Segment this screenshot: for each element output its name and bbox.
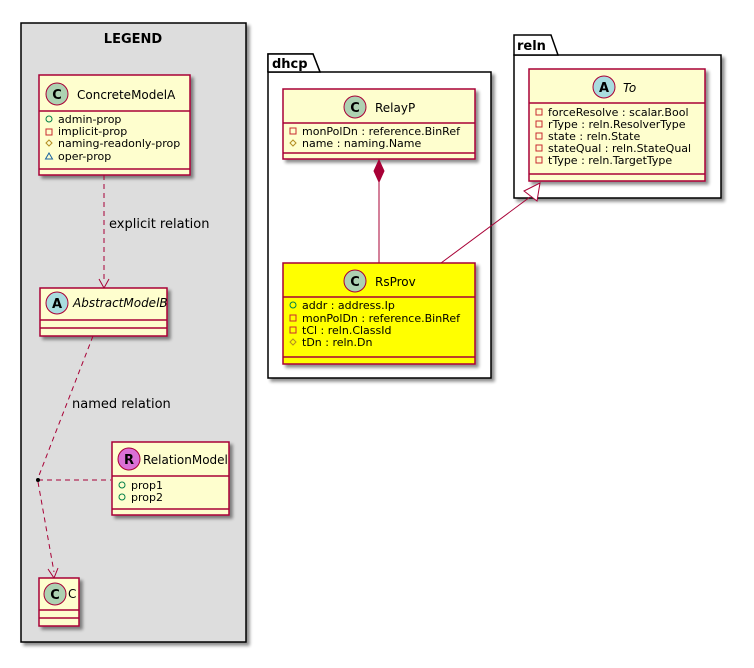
abstract-model-class[interactable]: A AbstractModelB [39, 287, 168, 337]
private-visibility-icon [535, 144, 543, 152]
rsprov-class[interactable]: C RsProv addr : address.Ip monPolDn : re… [282, 262, 476, 365]
attribute: implicit-prop [58, 125, 127, 138]
protected-visibility-icon [289, 139, 297, 147]
attribute: naming-readonly-prop [58, 137, 180, 150]
inheritance-triangle-icon [523, 182, 541, 202]
attribute: tType : reln.TargetType [548, 154, 672, 167]
attribute-list: admin-prop implicit-prop naming-readonly… [44, 113, 180, 163]
package-tab [513, 34, 560, 56]
class-name: RsProv [375, 275, 416, 289]
public-visibility-icon [289, 301, 297, 309]
to-class[interactable]: A To forceResolve : scalar.Bool rType : … [528, 68, 706, 182]
relation-model-class[interactable]: R RelationModel prop1 prop2 [111, 441, 230, 516]
class-stereotype-letter: A [599, 81, 609, 96]
class-stereotype-letter: A [52, 297, 62, 312]
class-name: C [68, 587, 76, 601]
private-visibility-icon [535, 132, 543, 140]
class-stereotype-letter: C [50, 588, 60, 603]
rsprov-box [282, 262, 476, 365]
class-stereotype-letter: R [124, 453, 134, 468]
class-name: RelayP [375, 101, 415, 115]
attribute: name : naming.Name [302, 137, 422, 150]
public-visibility-icon [45, 115, 53, 123]
class-stereotype-icon [45, 82, 69, 106]
attribute: forceResolve : scalar.Bool [548, 106, 689, 119]
attribute: tCl : reln.ClassId [302, 324, 392, 337]
attribute: tDn : reln.Dn [302, 336, 372, 349]
abstract-stereotype-icon [592, 75, 616, 99]
attribute: monPolDn : reference.BinRef [302, 312, 461, 325]
private-visibility-icon [535, 120, 543, 128]
public-visibility-icon [118, 481, 126, 489]
private-visibility-icon [289, 314, 297, 322]
class-name: RelationModel [143, 453, 228, 467]
to-box [528, 68, 706, 182]
protected-visibility-icon [289, 338, 297, 346]
class-stereotype-icon [43, 582, 67, 606]
composition-edge [373, 158, 385, 263]
attribute: oper-prop [58, 150, 111, 163]
inheritance-edge [440, 182, 541, 264]
attribute: admin-prop [58, 113, 121, 126]
package-visibility-icon [44, 152, 54, 160]
abstract-stereotype-icon [45, 291, 69, 315]
class-stereotype-icon [343, 95, 367, 119]
attribute: prop1 [131, 479, 163, 492]
class-stereotype-letter: C [52, 88, 62, 103]
edge-label: named relation [72, 397, 171, 412]
edge-line [440, 196, 531, 264]
legend-title: LEGEND [104, 32, 163, 47]
attribute: state : reln.State [548, 130, 640, 143]
named-relation-edge: named relation [36, 335, 171, 580]
edge-line [37, 481, 55, 573]
relayp-class[interactable]: C RelayP monPolDn : reference.BinRef nam… [282, 88, 476, 160]
relation-stereotype-icon [117, 447, 141, 471]
package-name: reln [517, 39, 546, 54]
private-visibility-icon [45, 128, 53, 136]
package-tab [267, 53, 322, 73]
class-stereotype-letter: C [350, 101, 360, 116]
attribute: prop2 [131, 491, 163, 504]
class-name: To [623, 81, 636, 95]
concrete-model-class[interactable]: C ConcreteModelA admin-prop implicit-pro… [38, 74, 191, 176]
edge-line [37, 335, 94, 479]
class-stereotype-letter: C [350, 275, 360, 290]
class-c[interactable]: C C [38, 577, 80, 627]
class-name: AbstractModelB [72, 296, 168, 310]
class-stereotype-icon [343, 269, 367, 293]
package-name: dhcp [272, 57, 308, 72]
attribute: monPolDn : reference.BinRef [302, 125, 461, 138]
attribute: stateQual : reln.StateQual [548, 142, 691, 155]
composition-diamond-icon [373, 158, 385, 184]
private-visibility-icon [535, 108, 543, 116]
attribute: addr : address.Ip [302, 299, 395, 312]
class-name: ConcreteModelA [77, 88, 176, 102]
private-visibility-icon [289, 127, 297, 135]
private-visibility-icon [289, 326, 297, 334]
junction-dot [36, 478, 40, 482]
protected-visibility-icon [45, 139, 53, 147]
public-visibility-icon [118, 493, 126, 501]
private-visibility-icon [535, 156, 543, 164]
attribute: rType : reln.ResolverType [548, 118, 686, 131]
edge-label: explicit relation [109, 217, 209, 232]
